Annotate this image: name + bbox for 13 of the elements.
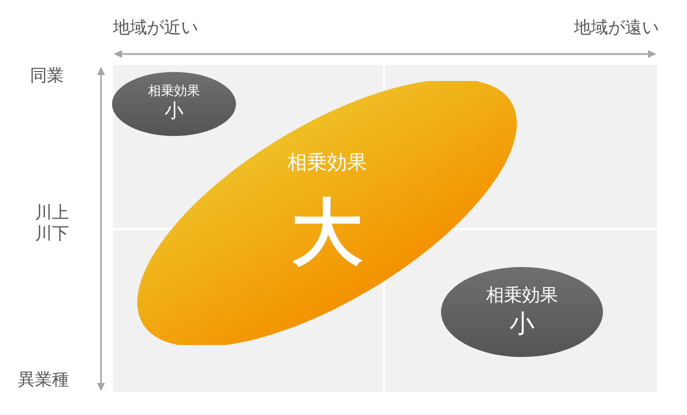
ellipse-node [441, 267, 603, 357]
ellipse-text: 相乗効果 [486, 285, 558, 308]
ellipse-text: 大 [291, 188, 363, 276]
ellipse-node [112, 72, 236, 136]
ellipse-text: 小 [510, 308, 534, 339]
ellipse-text: 相乗効果 [287, 150, 367, 174]
axis-label: 地域が遠い [574, 17, 659, 40]
axis-label: 地域が近い [113, 17, 198, 40]
ellipse-text: 相乗効果 [148, 84, 200, 100]
axis-label: 異業種 [18, 369, 69, 392]
axis-label: 同業 [30, 65, 64, 88]
ellipse-text: 小 [164, 100, 184, 124]
axis-label: 川上川下 [35, 203, 70, 246]
